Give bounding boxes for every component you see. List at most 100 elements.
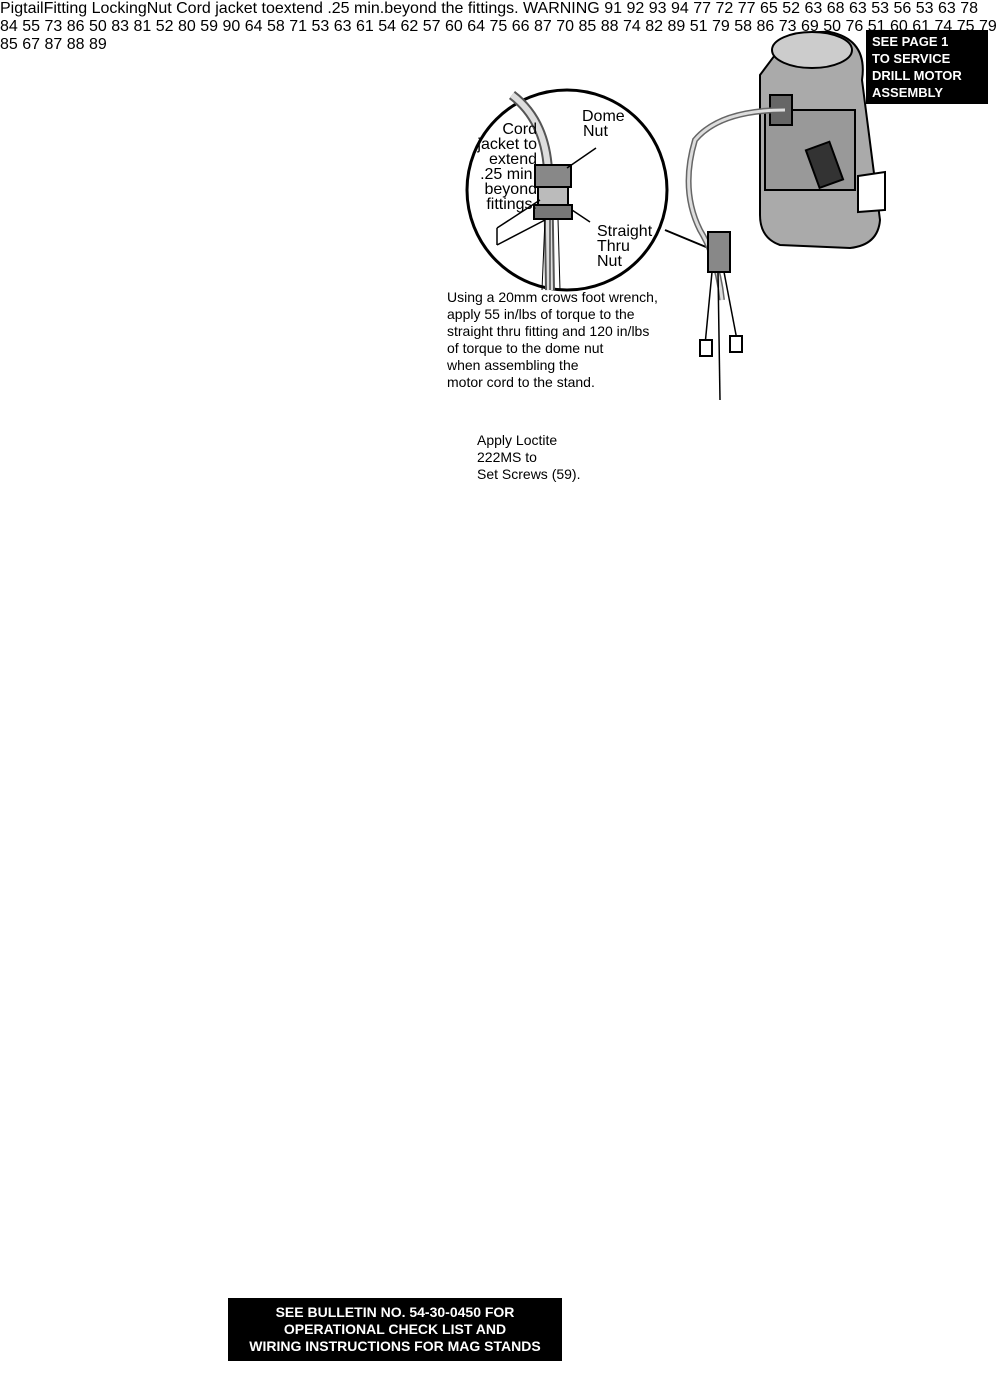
handle-dash: PigtailFitting LockingNut Cord jacket to… [0, 0, 997, 1361]
callout-65: 65 [759, 0, 778, 17]
bulletin-note: SEE BULLETIN NO. 54-30-0450 FOR OPERATIO… [228, 1298, 562, 1361]
cord-jacket-l6: fittings. [486, 196, 537, 213]
kit-69-main: 69 [801, 18, 819, 35]
callout-86b: 86 [756, 18, 775, 35]
callout-90: 90 [222, 18, 241, 35]
cord-jacket-l5: beyond [485, 181, 538, 198]
kit-76-sub-85: 85 [0, 36, 18, 53]
see-page-l3: DRILL MOTOR [872, 68, 962, 83]
callout-58a: 58 [267, 18, 285, 35]
torque-l1: Using a 20mm crows foot wrench, [447, 289, 658, 305]
torque-l3: straight thru fitting and 120 in/lbs [447, 323, 649, 339]
torque-l5: when assembling the [446, 357, 579, 373]
callout-70: 70 [556, 18, 575, 35]
callout-55: 55 [22, 18, 41, 35]
pigtail-label: PigtailFitting [0, 0, 87, 17]
see-page-1-note: SEE PAGE 1 TO SERVICE DRILL MOTOR ASSEMB… [866, 30, 988, 104]
torque-l2: apply 55 in/lbs of torque to the [447, 306, 635, 322]
straight-thru-l3: Nut [597, 253, 622, 270]
cord-jacket-l1: Cord [502, 121, 537, 138]
callout-72: 72 [715, 0, 734, 17]
callout-94: 94 [670, 0, 689, 17]
callout-81: 81 [133, 18, 152, 35]
callout-88: 88 [600, 18, 619, 35]
callout-77a: 77 [693, 0, 711, 17]
callout-56: 56 [893, 0, 912, 17]
bulletin-l2: OPERATIONAL CHECK LIST AND [283, 1321, 507, 1337]
callout-59: 59 [200, 18, 219, 35]
pigtail-cord-label: Cord jacket toextend .25 min.beyond the … [176, 0, 518, 17]
pigtail-cord-l2: extend .25 min. [274, 0, 385, 17]
callout-82: 82 [645, 18, 664, 35]
callout-51: 51 [689, 18, 708, 35]
callout-53c: 53 [311, 18, 330, 35]
callout-73b: 73 [778, 18, 797, 35]
callout-64b: 64 [467, 18, 486, 35]
pigtail-cord-l3: beyond the fittings. [384, 0, 519, 17]
pigtail-cord-l1: Cord jacket to [176, 0, 275, 17]
callout-53b: 53 [915, 0, 934, 17]
callout-63d: 63 [333, 18, 352, 35]
pigtail-l2: Fitting [43, 0, 88, 17]
drill-motor [685, 30, 886, 401]
callout-79: 79 [712, 18, 730, 35]
cord-jacket-l2: jacket to [476, 136, 537, 153]
callout-60: 60 [445, 18, 463, 35]
callout-58b: 58 [734, 18, 753, 35]
callout-64a: 64 [244, 18, 263, 35]
callout-52b: 52 [155, 18, 174, 35]
callout-86a: 86 [66, 18, 85, 35]
warning-text: WARNING [523, 0, 600, 17]
loctite-l3: Set Screws (59). [477, 466, 580, 482]
loctite-l1: Apply Loctite [477, 432, 557, 448]
kit-67-sub-89: 89 [89, 36, 107, 53]
callout-75: 75 [489, 18, 508, 35]
callout-92: 92 [626, 0, 645, 17]
cord-jacket-l4: .25 min. [480, 166, 537, 183]
warning-label: WARNING [523, 0, 604, 17]
loctite-l2: 222MS to [477, 449, 537, 465]
callout-73a: 73 [44, 18, 63, 35]
locking-nut-l2: Nut [146, 0, 172, 17]
rod-80: PigtailFitting LockingNut Cord jacket to… [0, 0, 997, 1361]
kit-67-main: 67 [22, 36, 41, 53]
straight-thru-l2: Thru [597, 238, 630, 255]
callout-85: 85 [578, 18, 597, 35]
kit-69-sub: 50 [823, 18, 842, 35]
locking-nut-l1: Locking [91, 0, 147, 17]
callout-63c: 63 [937, 0, 956, 17]
callout-63a: 63 [804, 0, 823, 17]
kit-67-sub-88: 88 [66, 36, 85, 53]
callout-93: 93 [648, 0, 667, 17]
callout-57: 57 [422, 18, 441, 35]
callout-61: 61 [356, 18, 374, 35]
dome-nut-l1: Dome [582, 108, 625, 125]
locking-nut-label: LockingNut [92, 0, 172, 17]
callout-71: 71 [289, 18, 308, 35]
bulletin-l1: SEE BULLETIN NO. 54-30-0450 FOR [275, 1304, 515, 1320]
torque-l6: motor cord to the stand. [447, 374, 595, 390]
callout-68: 68 [826, 0, 845, 17]
torque-l4: of torque to the dome nut [447, 340, 604, 356]
callout-87: 87 [534, 18, 552, 35]
callout-78: 78 [960, 0, 978, 17]
callout-84: 84 [0, 18, 18, 35]
kit-67-sub-87: 87 [44, 36, 63, 53]
callout-83: 83 [111, 18, 130, 35]
callout-89: 89 [667, 18, 686, 35]
callout-63b: 63 [848, 0, 867, 17]
callout-74: 74 [623, 18, 641, 35]
callout-80: 80 [178, 18, 196, 35]
straight-thru-l1: Straight [597, 223, 653, 240]
pigtail-l1: Pigtail [0, 0, 44, 17]
callout-labels: 91 92 93 94 77 72 77 65 52 63 68 63 53 5… [0, 0, 978, 35]
callout-53a: 53 [871, 0, 889, 17]
see-page-l1: SEE PAGE 1 [872, 34, 949, 49]
torque-note: Using a 20mm crows foot wrench,apply 55 … [446, 289, 658, 390]
bulletin-l3: WIRING INSTRUCTIONS FOR MAG STANDS [249, 1338, 541, 1354]
